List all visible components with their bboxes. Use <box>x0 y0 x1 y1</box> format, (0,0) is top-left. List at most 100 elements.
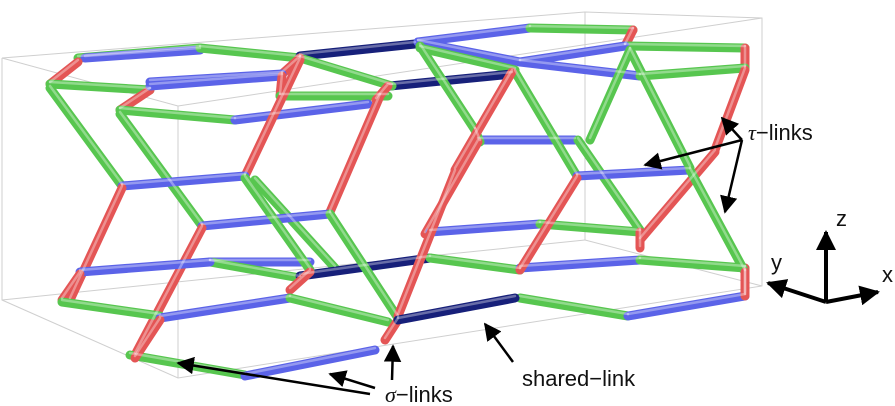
tube-highlight <box>288 294 390 322</box>
link-green <box>535 219 645 237</box>
link-green <box>45 83 127 191</box>
link-red <box>393 167 460 321</box>
tube-highlight <box>713 66 747 150</box>
link-green <box>515 293 633 321</box>
link-green <box>620 41 750 53</box>
link-green <box>115 109 207 231</box>
tube-highlight <box>243 56 302 176</box>
link-green <box>415 41 480 135</box>
lattice-links <box>45 23 750 381</box>
tube-highlight <box>118 106 237 120</box>
sigma-label: σ−links <box>385 382 453 406</box>
tube-highlight <box>68 184 124 300</box>
tube-highlight <box>638 256 747 268</box>
tube-highlight <box>638 64 747 76</box>
link-blue <box>145 71 287 91</box>
link-green <box>295 53 397 91</box>
tube-highlight <box>588 46 632 140</box>
tube-highlight <box>148 70 284 82</box>
link-green <box>415 43 520 75</box>
tube-highlight <box>120 172 247 186</box>
tube-highlight <box>328 210 400 318</box>
link-red <box>710 65 750 155</box>
tube-highlight <box>518 174 579 270</box>
z-axis-label: z <box>836 206 847 231</box>
tube-highlight <box>233 100 370 120</box>
tube-highlight <box>418 44 517 70</box>
link-blue <box>80 45 205 63</box>
link-green <box>635 63 750 81</box>
tube-highlight <box>278 72 284 96</box>
tube-highlight <box>638 148 717 240</box>
x-axis-arrow <box>825 285 880 306</box>
tube-highlight <box>148 72 284 86</box>
tube-highlights <box>48 24 747 376</box>
tube-highlight <box>253 176 337 268</box>
tube-highlight <box>453 68 514 170</box>
link-green <box>685 165 750 277</box>
tube-highlight <box>298 254 432 276</box>
tau-arrow-1 <box>720 116 743 141</box>
tube-highlight <box>576 136 642 230</box>
tube-highlight <box>374 82 390 100</box>
tube-highlight <box>428 254 522 270</box>
tube-highlight <box>383 316 400 340</box>
link-green <box>525 23 638 35</box>
x-axis-label: x <box>882 262 893 287</box>
tube-highlight <box>60 298 162 316</box>
tube-highlight <box>518 58 642 76</box>
tube-highlight <box>158 294 292 318</box>
tube-highlight <box>428 220 542 232</box>
tube-highlight <box>518 42 627 62</box>
tube-highlight <box>133 224 204 355</box>
link-green <box>250 175 340 273</box>
tube-highlight <box>48 58 80 84</box>
annotations <box>176 116 744 396</box>
tube-highlight <box>423 138 480 234</box>
tube-highlight <box>328 92 382 212</box>
tube-highlight <box>518 256 642 268</box>
link-green <box>240 173 315 275</box>
link-blue <box>230 99 373 125</box>
link-green <box>325 209 403 323</box>
link-green <box>425 253 525 275</box>
tube-highlight <box>208 258 302 278</box>
tube-highlight <box>280 54 302 74</box>
y-axis-arrow <box>766 279 827 304</box>
tau-arrow-3 <box>720 139 744 214</box>
link-red <box>130 315 165 363</box>
tube-highlight <box>626 292 747 316</box>
tube-highlight <box>513 68 579 176</box>
link-blue <box>515 41 630 67</box>
tube-highlight <box>298 40 417 56</box>
tube-highlight <box>396 294 517 320</box>
link-blue <box>515 255 645 273</box>
tube-highlight <box>118 86 152 110</box>
tau-arrow-2 <box>643 138 743 170</box>
tube-highlight <box>198 44 302 58</box>
tube-highlight <box>518 294 630 316</box>
link-green <box>635 255 750 273</box>
tube-highlight <box>473 126 482 142</box>
link-red <box>450 67 517 175</box>
tube-highlight <box>78 258 212 272</box>
y-axis-label: y <box>771 250 782 275</box>
tube-highlight <box>288 268 312 290</box>
link-blue <box>75 257 215 277</box>
link-blue <box>117 171 250 191</box>
tube-highlight <box>418 42 477 130</box>
shared-link <box>393 293 520 325</box>
link-green <box>57 297 165 321</box>
link-green <box>625 45 695 173</box>
link-green <box>585 45 635 145</box>
sigma-arrow-2 <box>328 370 376 390</box>
link-blue <box>155 293 295 323</box>
link-red <box>635 147 720 245</box>
link-red <box>57 269 85 305</box>
link-green <box>205 257 305 283</box>
link-blue <box>425 219 545 237</box>
tube-highlight <box>118 110 204 226</box>
link-blue <box>240 345 380 381</box>
